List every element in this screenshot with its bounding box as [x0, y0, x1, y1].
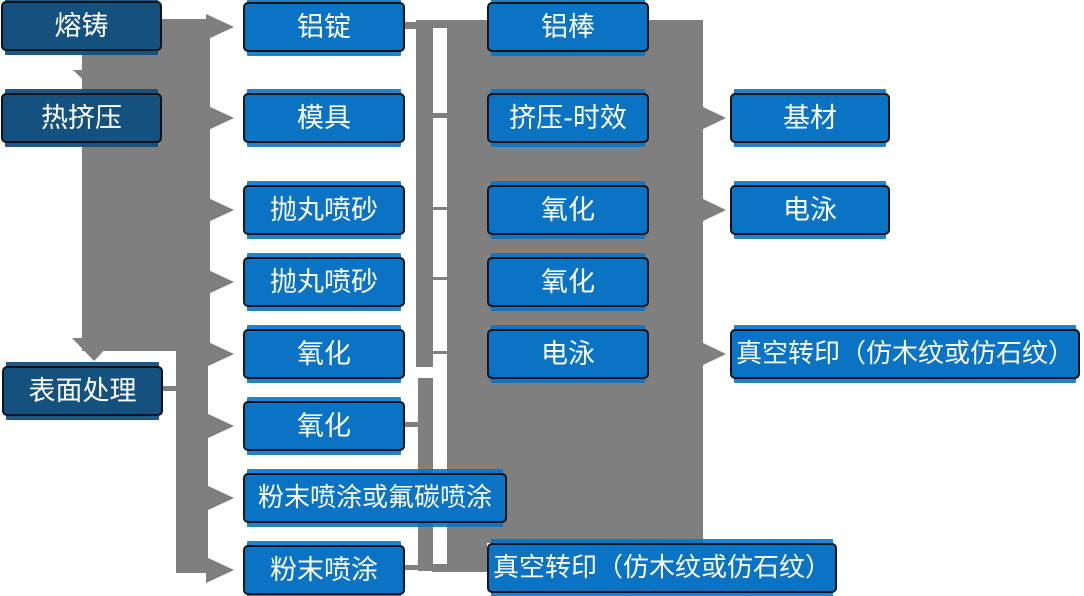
node-label: 氧化: [297, 338, 351, 370]
arrow-to-powder-fluorocarbon-icon: [206, 485, 234, 511]
arrow-to-electrophoresis-icon: [701, 198, 726, 222]
node-shot-blasting-1: 抛丸喷砂: [243, 185, 405, 235]
connector-bar-foot-stub: [432, 564, 448, 572]
node-label: 电泳: [541, 338, 595, 370]
connector-surface-stub: [163, 386, 177, 391]
node-label: 真空转印（仿木纹或仿石纹）: [492, 553, 831, 583]
arrow-to-oxidation-1-icon: [206, 341, 234, 367]
arrow-to-substrate-icon: [701, 106, 726, 130]
connector-surface-trunk: [176, 351, 208, 573]
node-label: 氧化: [297, 410, 351, 442]
node-label: 粉末喷涂或氟碳喷涂: [257, 483, 492, 513]
node-hot-extrusion: 热挤压: [1, 93, 162, 143]
arrow-to-mold-icon: [206, 105, 234, 131]
node-oxidation-c3-2: 氧化: [487, 257, 649, 307]
node-label: 铝锭: [297, 11, 351, 43]
node-label: 真空转印（仿木纹或仿石纹）: [735, 339, 1074, 369]
connector-link-row5: [433, 351, 448, 354]
node-electrophoresis-c4: 电泳: [730, 185, 890, 235]
connector-powder-stub: [403, 565, 418, 570]
node-surface-treatment: 表面处理: [2, 366, 163, 416]
arrow-to-shot-blasting-1-icon: [206, 197, 234, 223]
node-oxidation-c3-1: 氧化: [487, 185, 649, 235]
arrow-to-aluminum-ingot-icon: [206, 14, 234, 40]
connector-mid-bar-top: [416, 20, 433, 367]
node-label: 氧化: [541, 266, 595, 298]
node-vacuum-transfer-right: 真空转印（仿木纹或仿石纹）: [730, 329, 1080, 379]
node-oxidation-c2-2: 氧化: [243, 401, 405, 451]
connector-band-foot: [447, 543, 487, 572]
node-label: 粉末喷涂: [270, 554, 378, 586]
node-aluminum-ingot: 铝锭: [243, 2, 405, 52]
connector-mid-bar-top-link: [416, 20, 448, 28]
connector-ingot-stub: [403, 22, 416, 29]
node-label: 电泳: [783, 194, 837, 226]
arrow-down-to-surface-treatment-icon: [72, 338, 116, 361]
node-label: 抛丸喷砂: [270, 194, 378, 226]
connector-link-row2: [433, 113, 448, 118]
connector-link-row4: [433, 277, 448, 280]
node-label: 表面处理: [28, 375, 137, 407]
node-label: 热挤压: [41, 102, 122, 134]
node-powder-coating: 粉末喷涂: [243, 545, 405, 595]
connector-main-trunk: [82, 19, 210, 351]
node-label: 基材: [783, 102, 837, 134]
node-powder-or-fluorocarbon: 粉末喷涂或氟碳喷涂: [243, 473, 507, 523]
node-label: 氧化: [541, 194, 595, 226]
node-extrusion-aging: 挤压-时效: [487, 93, 649, 143]
node-label: 熔铸: [54, 10, 109, 42]
node-vacuum-transfer-bottom: 真空转印（仿木纹或仿石纹）: [487, 543, 837, 593]
arrow-to-vacuum-transfer-icon: [701, 342, 726, 366]
node-electrophoresis-c3: 电泳: [487, 329, 649, 379]
connector-link-row3: [433, 207, 448, 210]
node-label: 模具: [297, 102, 351, 134]
node-label: 挤压-时效: [509, 102, 627, 134]
node-melt-casting: 熔铸: [1, 1, 162, 51]
node-label: 铝棒: [541, 11, 595, 43]
node-oxidation-c2-1: 氧化: [243, 329, 405, 379]
arrow-to-shot-blasting-2-icon: [206, 269, 234, 295]
connector-oxidation-stub: [403, 422, 418, 427]
arrow-to-oxidation-2-icon: [206, 413, 234, 439]
arrow-down-to-hot-extrusion-icon: [73, 70, 121, 93]
node-substrate: 基材: [730, 93, 890, 143]
node-label: 抛丸喷砂: [270, 266, 378, 298]
node-mold: 模具: [243, 93, 405, 143]
node-aluminum-rod: 铝棒: [487, 2, 649, 52]
node-shot-blasting-2: 抛丸喷砂: [243, 257, 405, 307]
arrow-to-powder-coating-icon: [206, 557, 234, 583]
